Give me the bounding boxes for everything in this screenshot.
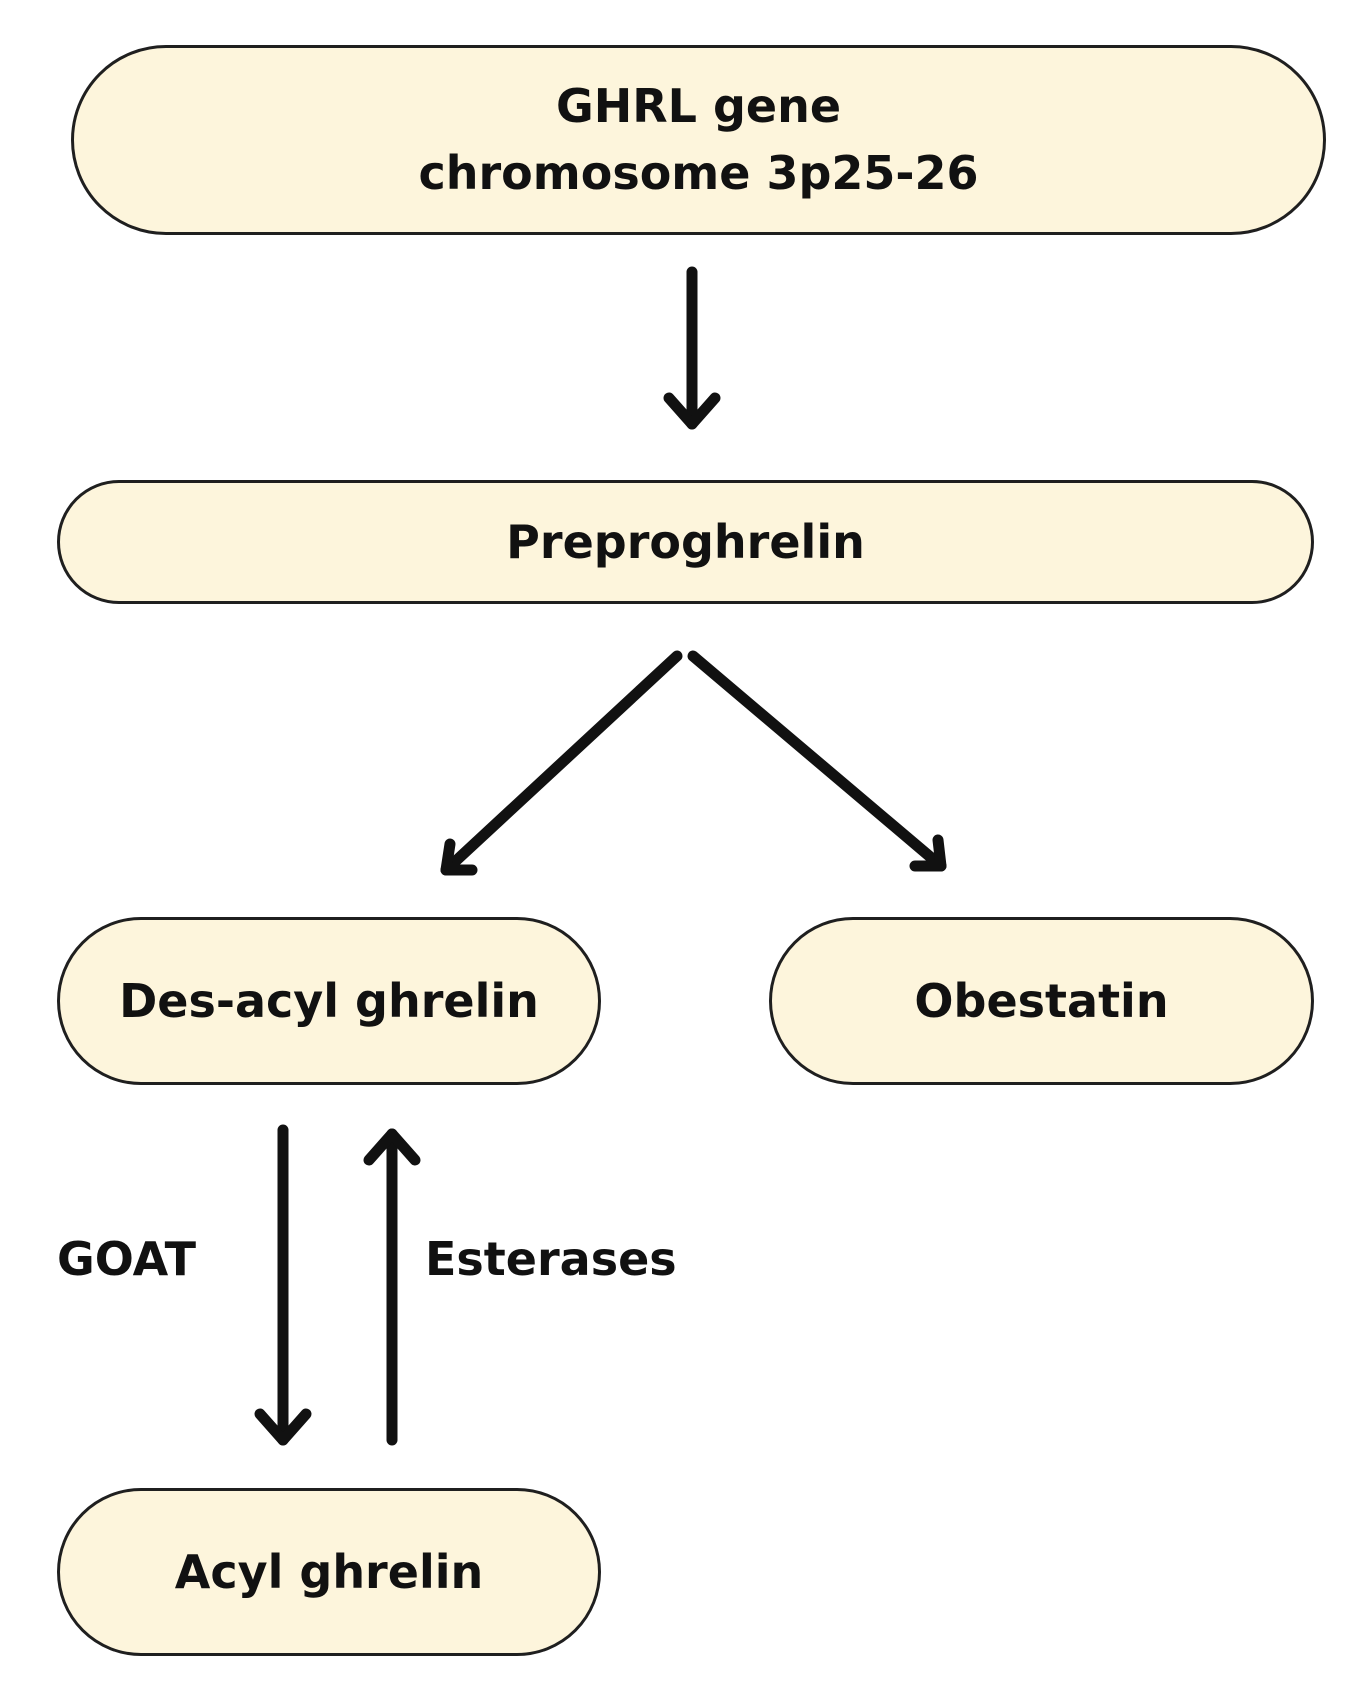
node-preproghrelin: Preproghrelin — [57, 480, 1314, 604]
node-des-acyl-ghrelin: Des-acyl ghrelin — [57, 917, 601, 1085]
edge-label-goat: GOAT — [57, 1232, 197, 1286]
node-preproghrelin-label: Preproghrelin — [506, 514, 865, 569]
node-des-acyl-ghrelin-label: Des-acyl ghrelin — [119, 973, 539, 1028]
node-obestatin: Obestatin — [769, 917, 1314, 1085]
node-ghrl-gene-line1: GHRL gene — [555, 79, 842, 134]
edge-label-esterases: Esterases — [425, 1232, 677, 1286]
arrow-preproghrelin-to-obestatin — [687, 650, 947, 872]
arrow-des-acyl-to-acyl — [254, 1124, 312, 1446]
node-acyl-ghrelin: Acyl ghrelin — [57, 1488, 601, 1656]
node-obestatin-label: Obestatin — [914, 973, 1169, 1028]
node-ghrl-gene-line2: chromosome 3p25-26 — [418, 146, 979, 200]
node-ghrl-gene: GHRL gene chromosome 3p25-26 — [71, 45, 1326, 235]
arrow-acyl-to-des-acyl — [363, 1128, 421, 1446]
arrow-preproghrelin-to-des-acyl — [440, 650, 683, 876]
node-acyl-ghrelin-label: Acyl ghrelin — [174, 1544, 484, 1599]
arrow-gene-to-preproghrelin — [663, 266, 721, 430]
